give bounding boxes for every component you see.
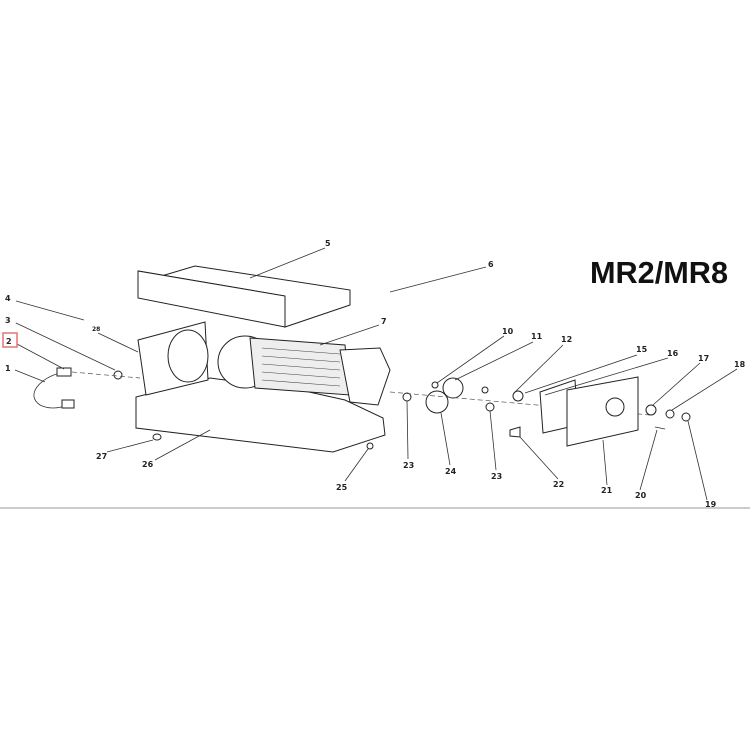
washer-parts (152, 404, 691, 450)
label-27[interactable]: 27 (96, 452, 107, 461)
front-flange-part (137, 321, 209, 396)
label-10[interactable]: 10 (502, 327, 514, 336)
part-2-highlight (2, 332, 18, 348)
label-26[interactable]: 26 (142, 460, 154, 469)
label-19[interactable]: 19 (705, 500, 717, 509)
power-cord-part (33, 367, 141, 409)
label-28[interactable]: 28 (92, 326, 100, 333)
model-title: MR2/MR8 (590, 255, 728, 290)
gear-parts (389, 377, 651, 438)
label-3[interactable]: 3 (5, 316, 11, 325)
top-cover-part (137, 265, 351, 328)
label-17[interactable]: 17 (698, 354, 709, 363)
label-22[interactable]: 22 (553, 480, 564, 489)
label-7[interactable]: 7 (381, 317, 387, 326)
label-23-right[interactable]: 23 (491, 472, 502, 481)
label-5[interactable]: 5 (325, 239, 331, 248)
label-4[interactable]: 4 (5, 294, 11, 303)
label-12[interactable]: 12 (561, 335, 572, 344)
label-23-left[interactable]: 23 (403, 461, 414, 470)
label-21[interactable]: 21 (601, 486, 613, 495)
label-11[interactable]: 11 (531, 332, 543, 341)
label-25[interactable]: 25 (336, 483, 348, 492)
label-6[interactable]: 6 (488, 260, 494, 269)
label-15[interactable]: 15 (636, 345, 648, 354)
motor-part (217, 335, 391, 406)
label-20[interactable]: 20 (635, 491, 647, 500)
label-2[interactable]: 2 (6, 337, 12, 346)
label-1[interactable]: 1 (5, 364, 11, 373)
side-panel-part (566, 376, 639, 447)
label-18[interactable]: 18 (734, 360, 746, 369)
label-16[interactable]: 16 (667, 349, 679, 358)
label-24[interactable]: 24 (445, 467, 457, 476)
leader-lines (14, 247, 738, 501)
